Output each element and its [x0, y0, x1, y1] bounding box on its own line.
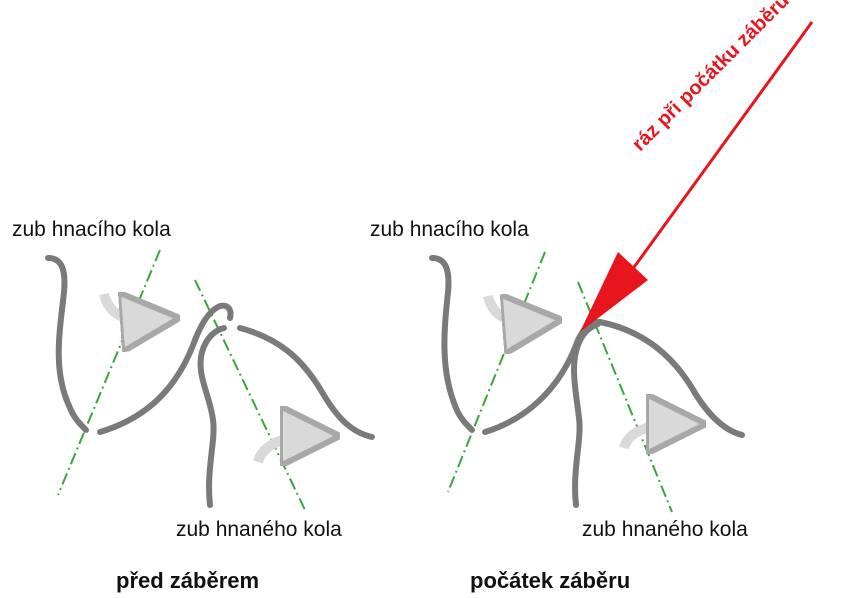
- driving-tooth: [45, 255, 89, 433]
- driven-tooth: [197, 325, 227, 508]
- caption-before-mesh: před záběrem: [116, 568, 260, 593]
- rotation-arrow-icon: [253, 436, 310, 462]
- driving-tooth-flank: [97, 302, 234, 435]
- rotation-arrow-icon: [483, 296, 532, 322]
- driven-tooth-label: zub hnaného kola: [176, 518, 342, 541]
- impact-arrow-icon: [580, 21, 814, 332]
- panel-before-mesh: [45, 249, 375, 511]
- rotation-arrow-icon: [619, 424, 676, 448]
- driven-gear-axis-line: [577, 281, 673, 513]
- driven-tooth-label: zub hnaného kola: [582, 518, 748, 541]
- caption-start-of-mesh: počátek záběru: [470, 568, 631, 593]
- driven-tooth: [571, 321, 601, 508]
- driving-gear-axis-line: [57, 249, 161, 496]
- driven-gear-axis-line: [194, 279, 306, 511]
- driving-tooth: [429, 255, 475, 433]
- rotation-arrow-icon: [99, 294, 150, 320]
- driving-tooth-label: zub hnacího kola: [370, 218, 529, 241]
- driving-gear-axis-line: [447, 251, 546, 493]
- driven-tooth-flank: [237, 325, 375, 440]
- panel-start-of-mesh: [429, 21, 814, 513]
- driven-tooth-flank: [597, 319, 745, 438]
- driving-tooth-label: zub hnacího kola: [12, 218, 171, 241]
